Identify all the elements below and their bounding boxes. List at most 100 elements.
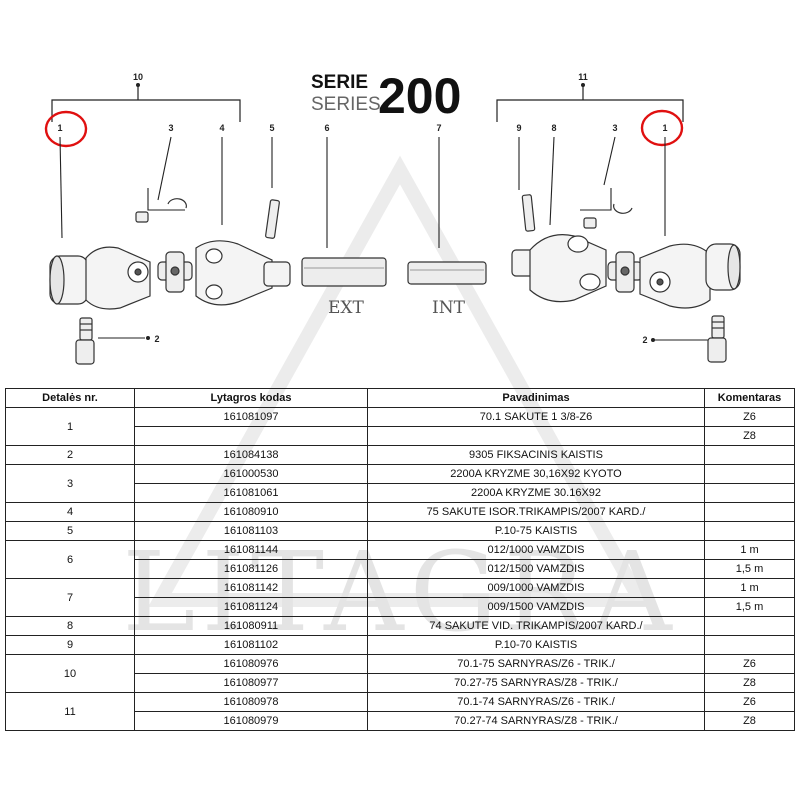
locking-pin-2-right [707,315,727,363]
callout-10: 10 [133,72,143,82]
cell-code: 161081126 [134,559,368,579]
cell-comment: Z8 [704,711,795,731]
shaft-label-int: INT [432,298,466,318]
cell-detail-number: 8 [5,616,135,636]
cell-comment: Z8 [704,673,795,693]
cell-code: 161081097 [134,407,368,427]
cell-comment: 1 m [704,578,795,598]
callout-8: 8 [551,123,556,133]
cell-name: 2200A KRYZME 30.16X92 [367,483,705,503]
cell-detail-number: 2 [5,445,135,465]
table-row: Z8 [6,426,795,446]
yoke-8 [511,234,607,303]
locking-pin-2-left [75,317,95,365]
cell-comment: 1,5 m [704,597,795,617]
cell-comment: 1,5 m [704,559,795,579]
cell-code: 161081124 [134,597,368,617]
yoke-4 [195,240,291,306]
yoke-1-right [639,243,741,309]
cell-comment: Z6 [704,654,795,674]
cell-name: 012/1000 VAMZDIS [367,540,705,560]
cell-code: 161080910 [134,502,368,522]
callout-3-right: 3 [612,123,617,133]
cell-code: 161080911 [134,616,368,636]
cell-detail-number: 4 [5,502,135,522]
cell-name: P.10-75 KAISTIS [367,521,705,541]
highlight-circle-right [640,109,684,147]
cell-detail-number: 7 [5,578,135,617]
callout-9: 9 [516,123,521,133]
cell-name: 2200A KRYZME 30,16X92 KYOTO [367,464,705,484]
cell-comment [704,483,795,503]
callout-6: 6 [324,123,329,133]
callout-1-left: 1 [57,123,62,133]
series-number: 200 [378,68,461,124]
cell-name: 70.1-75 SARNYRAS/Z6 - TRIK./ [367,654,705,674]
cell-detail-number: 9 [5,635,135,655]
cell-name: 70.27-75 SARNYRAS/Z8 - TRIK./ [367,673,705,693]
tube-7-int [407,261,487,285]
cell-name: 74 SAKUTE VID. TRIKAMPIS/2007 KARD./ [367,616,705,636]
leader-lines [59,136,708,341]
cell-code: 161000530 [134,464,368,484]
cell-code: 161081103 [134,521,368,541]
callout-4: 4 [219,123,224,133]
cell-detail-number: 5 [5,521,135,541]
cell-code: 161084138 [134,445,368,465]
assembly-brackets [51,86,684,122]
callout-1-right: 1 [662,123,667,133]
cell-code: 161080978 [134,692,368,712]
table-header-row: Detalės nr. Lytagros kodas Pavadinimas K… [5,388,795,408]
callout-2-right: 2 [642,335,647,345]
cell-name: 75 SAKUTE ISOR.TRIKAMPIS/2007 KARD./ [367,502,705,522]
cell-code: 161081144 [134,540,368,560]
cell-comment [704,635,795,655]
callout-3-left: 3 [168,123,173,133]
callout-5: 5 [269,123,274,133]
cell-name: P.10-70 KAISTIS [367,635,705,655]
highlight-circle-left [44,110,88,148]
cell-code: 161080977 [134,673,368,693]
series-title: SERIE SERIES 200 [311,68,461,124]
shaft-label-ext: EXT [328,298,365,318]
callout-2-left: 2 [154,334,159,344]
callout-11: 11 [578,72,588,82]
cross-3-left [135,198,193,293]
cell-code: 161081102 [134,635,368,655]
cell-name: 9305 FIKSACINIS KAISTIS [367,445,705,465]
cell-comment [704,521,795,541]
cell-name: 009/1000 VAMZDIS [367,578,705,598]
col-header-detail: Detalės nr. [5,388,135,408]
cell-comment: Z6 [704,407,795,427]
yoke-1-left [49,246,151,310]
cell-comment [704,616,795,636]
cell-comment: Z8 [704,426,795,446]
cell-code: 161080979 [134,711,368,731]
cell-name: 012/1500 VAMZDIS [367,559,705,579]
cell-detail-number: 11 [5,692,135,731]
cell-code [134,426,368,446]
cell-detail-number: 1 [5,407,135,446]
series-label-bold: SERIE [311,72,368,93]
cell-detail-number: 10 [5,654,135,693]
cell-name: 70.27-74 SARNYRAS/Z8 - TRIK./ [367,711,705,731]
exploded-parts-diagram: SERIE SERIES 200 10 11 1 3 4 5 6 7 9 8 3… [44,68,741,365]
cell-name: 70.1-74 SARNYRAS/Z6 - TRIK./ [367,692,705,712]
col-header-code: Lytagros kodas [134,388,368,408]
cell-detail-number: 3 [5,464,135,503]
cell-name: 009/1500 VAMZDIS [367,597,705,617]
col-header-comment: Komentaras [704,388,795,408]
col-header-name: Pavadinimas [367,388,705,408]
